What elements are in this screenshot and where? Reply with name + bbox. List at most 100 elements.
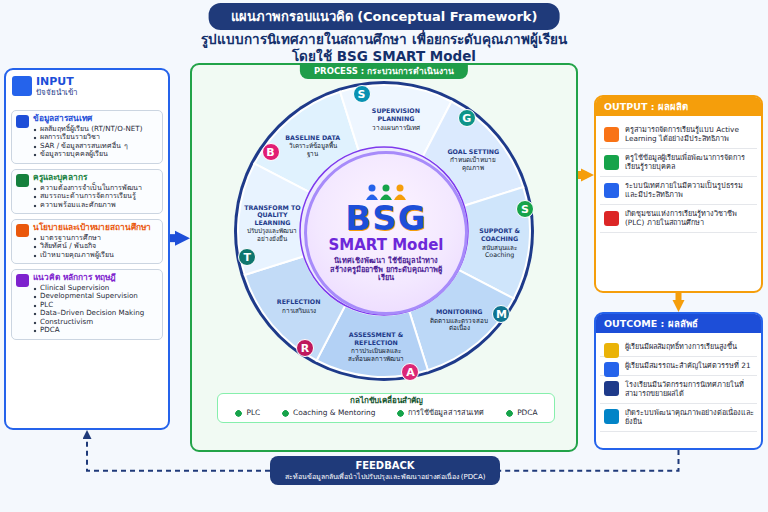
body-text: PLC (33, 301, 158, 310)
icon (604, 381, 619, 396)
wheel-segment: SSUPPORT & COACHINGสนับสนุนและ Coaching (471, 227, 529, 258)
body-text: การประเมินผลและสะท้อนผลการพัฒนา (347, 347, 405, 362)
body-text: วิสัยทัศน์ / พันธกิจ (33, 242, 158, 251)
body-text: ติดตามและตรวจสอบต่อเนื่อง (430, 317, 488, 332)
process-panel: PROCESS : กระบวนการดำเนินงานBSGSMART Mod… (190, 63, 578, 452)
wheel-segment: GGOAL SETTINGกำหนดเป้าหมายคุณภาพ (444, 148, 502, 172)
wheel-rim (234, 81, 534, 381)
body-text: ผลสัมฤทธิ์ผู้เรียน (RT/NT/O-NET) (33, 125, 158, 134)
person-body (366, 194, 378, 200)
body-text: ปัจจัยนำเข้า (6, 88, 168, 98)
body-text: Clinical Supervision (33, 284, 158, 293)
body-text: ผลการเรียนรายวิชา (33, 133, 158, 142)
heading-text: OUTPUT : ผลผลิต (596, 97, 761, 116)
input-panel: INPUTปัจจัยนำเข้าข้อมูลสารสนเทศผลสัมฤทธิ… (4, 68, 170, 430)
outcome-item: ผู้เรียนมีผลสัมฤทธิ์ทางการเรียนสูงขึ้น (600, 340, 757, 357)
icon (604, 155, 619, 170)
heading-text: ข้อมูลสารสนเทศ (33, 114, 158, 124)
person-head (369, 184, 376, 191)
heading-text: ผู้เรียนมีสมรรถนะสำคัญในศตวรรษที่ 21 (625, 362, 754, 371)
icon (604, 409, 619, 424)
icon (604, 183, 619, 198)
input-card: ข้อมูลสารสนเทศผลสัมฤทธิ์ผู้เรียน (RT/NT/… (11, 110, 163, 164)
body-text: GOAL SETTING (444, 148, 502, 156)
heading-text: S (516, 200, 534, 218)
heading-text: เกิดชุมชนแห่งการเรียนรู้ทางวิชาชีพ (PLC)… (625, 210, 754, 228)
input-card: ครูและบุคลากรความต้องการจำเป็นในการพัฒนา… (11, 169, 163, 214)
key-drivers-box: กลไกขับเคลื่อนสำคัญ PLC Coaching & Mentori… (217, 393, 555, 423)
icon (12, 76, 32, 96)
body-text: REFLECTION (270, 298, 328, 306)
heading-text: ครูใช้ข้อมูลผู้เรียนเพื่อพัฒนาการจัดการเ… (625, 154, 754, 172)
body-text: วางแผนการนิเทศ (367, 124, 425, 132)
feedback-box: FEEDBACKสะท้อนข้อมูลกลับเพื่อนำไปปรับปรุ… (270, 456, 500, 485)
body-text: SUPERVISION PLANNING (367, 107, 425, 122)
outcome-item: เกิดระบบพัฒนาคุณภาพอย่างต่อเนื่องและยั่ง… (600, 406, 757, 432)
body-text: SMART Model (329, 236, 444, 254)
body-text: กำหนดเป้าหมายคุณภาพ (444, 156, 502, 171)
body-text: ข้อมูลรายบุคคลผู้เรียน (33, 150, 158, 159)
heading-text: เกิดระบบพัฒนาคุณภาพอย่างต่อเนื่องและยั่ง… (625, 409, 754, 427)
body-text: เป้าหมายคุณภาพผู้เรียน (33, 251, 158, 260)
wheel-segment: MMONITORINGติดตามและตรวจสอบต่อเนื่อง (430, 308, 488, 332)
wheel-segment: BBASELINE DATAวิเคราะห์ข้อมูลพื้นฐาน (284, 134, 342, 158)
body-text: มาตรฐานการศึกษา (33, 234, 158, 243)
heading-text: ครูและบุคลากร (33, 173, 158, 183)
wheel-segment: RREFLECTIONการเสริมแรง (270, 298, 328, 314)
icon (604, 362, 619, 377)
outcome-item: ผู้เรียนมีสมรรถนะสำคัญในศตวรรษที่ 21 (600, 359, 757, 376)
flow-connector (500, 450, 679, 471)
body-text: ความพร้อมและศักยภาพ (33, 201, 158, 210)
body-text: Data–Driven Decision Making (33, 309, 158, 318)
heading-text: A (401, 363, 419, 381)
body-text: BASELINE DATA (284, 134, 342, 142)
body-text: สมรรถนะด้านการจัดการเรียนรู้ (33, 192, 158, 201)
wheel-wedge (238, 164, 309, 275)
icon (604, 211, 619, 226)
wheel-segment: AASSESSMENT & REFLECTIONการประเมินผลและส… (347, 331, 405, 362)
output-item: ครูใช้ข้อมูลผู้เรียนเพื่อพัฒนาการจัดการเ… (600, 151, 757, 177)
title-banner: แผนภาพกรอบแนวคิด (Conceptual Framework) (209, 3, 560, 30)
body-text: PDCA (33, 326, 158, 335)
body-text: SAR / ข้อมูลสารสนเทศอื่น ๆ (33, 142, 158, 151)
wheel-segment: TTRANSFORM TO QUALITY LEARNINGปรับปรุงแล… (243, 204, 301, 243)
body-text: Coaching & Mentoring (281, 409, 375, 418)
body-text: SUPPORT & COACHING (471, 227, 529, 242)
flow-connector (578, 171, 586, 179)
body-text: การใช้ข้อมูลสารสนเทศ (396, 409, 484, 418)
body-text: ความต้องการจำเป็นในการพัฒนา (33, 184, 158, 193)
person-body (380, 194, 392, 200)
outcome-item: โรงเรียนมีนวัตกรรมการนิเทศภายในที่สามารถ… (600, 378, 757, 404)
body-text: Developmental Supervision (33, 292, 158, 301)
body-text: การเสริมแรง (270, 307, 328, 315)
people-icon (363, 183, 409, 201)
input-card: นโยบายและเป้าหมายสถานศึกษามาตรฐานการศึกษ… (11, 219, 163, 264)
heading-text: FEEDBACK (278, 460, 492, 472)
icon (16, 115, 29, 128)
icon (604, 127, 619, 142)
heading-text: กลไกขับเคลื่อนสำคัญ (224, 396, 548, 406)
outcome-panel: OUTCOME : ผลลัพธ์ผู้เรียนมีผลสัมฤทธิ์ทาง… (594, 312, 763, 450)
body-text: ASSESSMENT & REFLECTION (347, 331, 405, 346)
body-text: MONITORING (430, 308, 488, 316)
body-text: PLC (234, 409, 260, 418)
body-text: สะท้อนข้อมูลกลับเพื่อนำไปปรับปรุงและพัฒน… (278, 473, 492, 481)
heading-text: B (262, 143, 280, 161)
person-head (397, 184, 404, 191)
flow-connector (170, 234, 181, 242)
wheel-segment: SSUPERVISION PLANNINGวางแผนการนิเทศ (367, 107, 425, 131)
icon (604, 343, 619, 358)
center-circle: BSGSMART Modelนิเทศเชิงพัฒนา ใช้ข้อมูลนำ… (304, 151, 468, 315)
subtitle: รูปแบบการนิเทศภายในสถานศึกษา เพื่อยกระดั… (0, 28, 768, 50)
heading-text: BSG (345, 201, 426, 235)
heading-text: แนวคิด หลักการ ทฤษฎี (33, 273, 158, 283)
heading-text: นโยบายและเป้าหมายสถานศึกษา (33, 223, 158, 233)
icon (16, 174, 29, 187)
body-text: ปรับปรุงและพัฒนาอย่างยั่งยืน (243, 227, 301, 242)
heading-text: S (353, 85, 371, 103)
heading-text: ผู้เรียนมีผลสัมฤทธิ์ทางการเรียนสูงขึ้น (625, 343, 754, 352)
icon (16, 224, 29, 237)
person-body (394, 194, 406, 200)
output-item: เกิดชุมชนแห่งการเรียนรู้ทางวิชาชีพ (PLC)… (600, 207, 757, 233)
